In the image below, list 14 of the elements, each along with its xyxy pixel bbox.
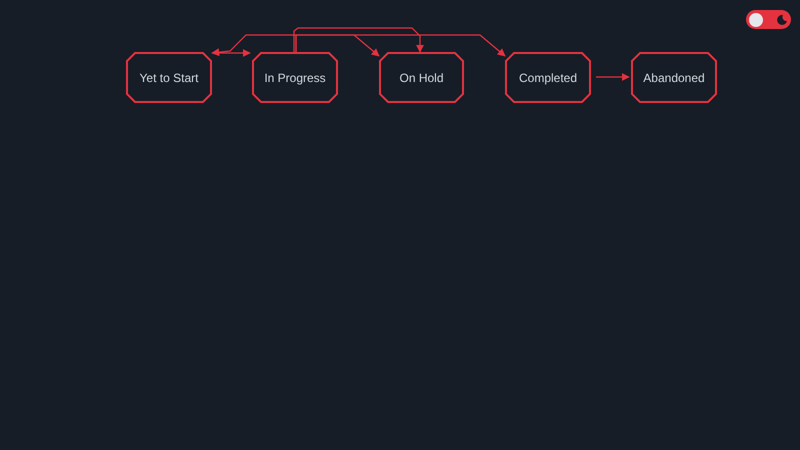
arrow	[211, 34, 297, 56]
state-label: Completed	[518, 70, 578, 86]
state-box	[505, 52, 591, 103]
arrow	[295, 34, 506, 57]
arrow	[293, 27, 424, 53]
state-box	[631, 52, 717, 103]
state-label: Abandoned	[643, 70, 705, 86]
state-label: In Progress	[264, 70, 326, 86]
state-label: Yet to Start	[140, 70, 198, 86]
state-label: On Hold	[399, 70, 444, 86]
arrow	[596, 73, 630, 81]
state-box	[126, 52, 212, 103]
state-box	[379, 52, 464, 103]
state-box	[252, 52, 338, 103]
